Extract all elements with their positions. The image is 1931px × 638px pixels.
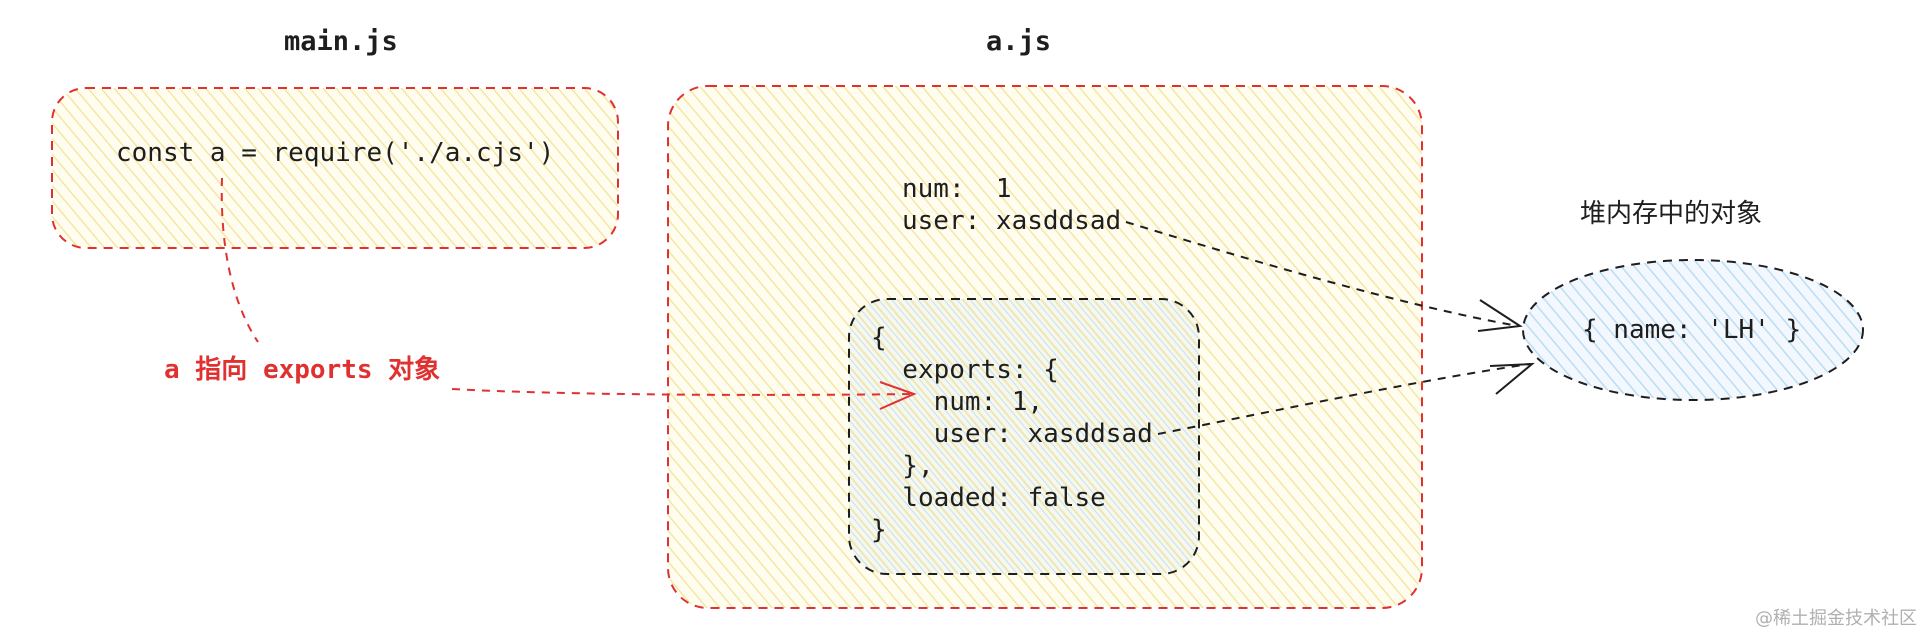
annotation-to-exports-arrowhead bbox=[879, 381, 917, 410]
module-line-0: { bbox=[871, 323, 887, 353]
main-js-code: const a = require('./a.cjs') bbox=[116, 138, 555, 168]
module-line-1: exports: { bbox=[871, 355, 1059, 385]
module-line-6: } bbox=[871, 515, 887, 545]
exports-user-to-heap-arrowhead bbox=[1489, 362, 1535, 395]
a-js-num-line: num: 1 bbox=[902, 174, 1012, 204]
a-user-to-heap-arrowhead bbox=[1477, 299, 1523, 332]
require-to-annotation-curve bbox=[220, 177, 259, 343]
heap-object-ellipse bbox=[1522, 259, 1864, 401]
main-js-box bbox=[51, 87, 619, 249]
module-line-5: loaded: false bbox=[871, 483, 1106, 513]
a-js-user-line: user: xasddsad bbox=[902, 206, 1122, 236]
annotation-a-points-exports: a 指向 exports 对象 bbox=[164, 355, 441, 385]
module-line-3: user: xasddsad bbox=[871, 419, 1153, 449]
module-line-2: num: 1, bbox=[871, 387, 1044, 417]
heap-label: 堆内存中的对象 bbox=[1580, 199, 1763, 229]
a-js-title: a.js bbox=[986, 26, 1052, 57]
heap-object-text: { name: 'LH' } bbox=[1582, 315, 1802, 345]
annotation-to-exports-arrow bbox=[451, 388, 913, 396]
main-js-title: main.js bbox=[284, 26, 398, 57]
module-line-4: }, bbox=[871, 451, 934, 481]
watermark: @稀土掘金技术社区 bbox=[1755, 608, 1917, 629]
module-object-box bbox=[848, 298, 1200, 575]
exports-user-to-heap-arrow bbox=[1157, 363, 1531, 435]
